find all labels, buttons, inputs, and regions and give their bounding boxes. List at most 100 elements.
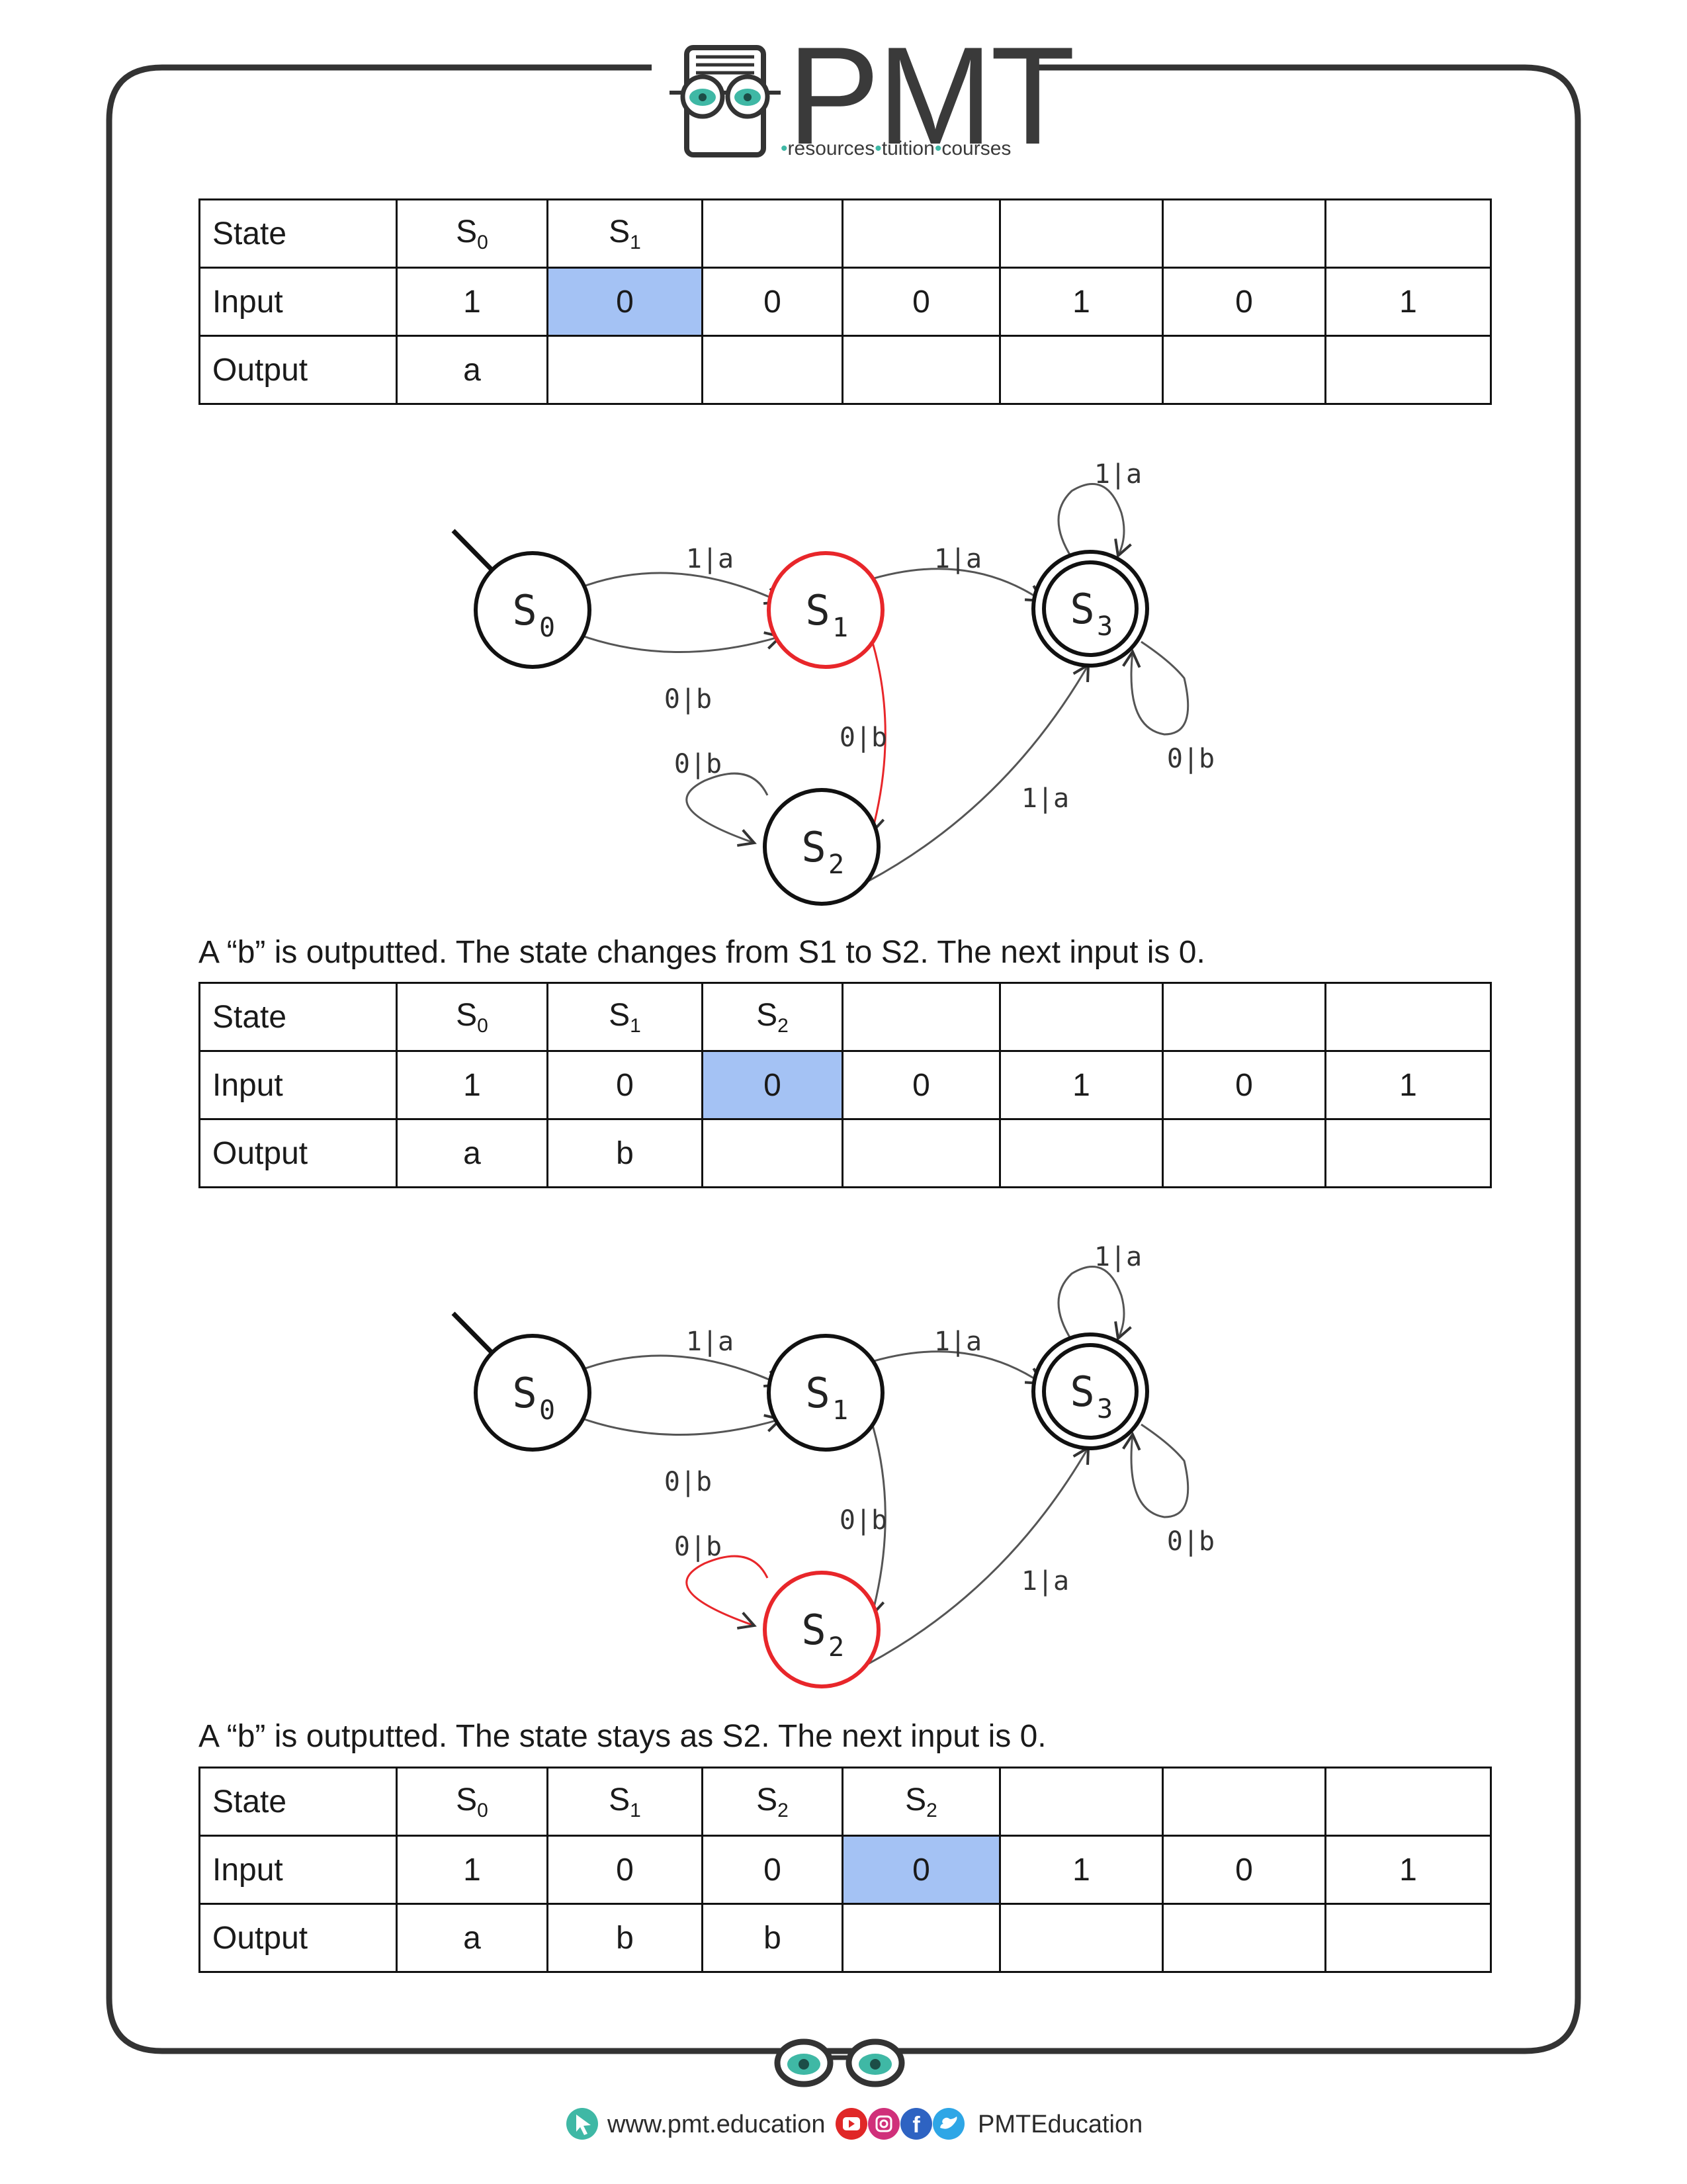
state-label: S [1070, 1368, 1094, 1416]
state-cell: S2 [701, 1767, 844, 1837]
output-cell [842, 335, 1001, 405]
row-header: Output [198, 335, 398, 405]
caption-1: A “b” is outputted. The state changes fr… [198, 935, 1205, 970]
output-cell [999, 1118, 1164, 1188]
transition-s1-s2: 0|b [840, 633, 887, 836]
state-label: S [1070, 585, 1094, 633]
transition-label: 0|b [674, 1532, 722, 1562]
state-cell: S0 [396, 198, 548, 269]
state-label: S [801, 823, 826, 871]
state-cell [1162, 1767, 1326, 1837]
output-cell [842, 1903, 1001, 1973]
state-cell [701, 198, 844, 269]
row-header: Output [198, 1903, 398, 1973]
state-cell [1324, 1767, 1492, 1837]
footer-website[interactable]: www.pmt.education [607, 2111, 826, 2138]
transition-s0-s1: 1|a [580, 544, 783, 605]
state-subscript: 0 [539, 1395, 555, 1426]
twitter-icon[interactable] [933, 2108, 965, 2140]
state-cell: S0 [396, 982, 548, 1052]
instagram-icon[interactable] [868, 2108, 900, 2140]
state-subscript: 2 [828, 1632, 844, 1663]
row-header: State [198, 1767, 398, 1837]
state-cell [999, 982, 1164, 1052]
input-cell: 1 [1324, 1050, 1492, 1120]
transition-s3-s3: 1|a [1057, 459, 1142, 558]
state-label: S [512, 586, 537, 634]
state-cell [1162, 982, 1326, 1052]
transition-label: 0|b [840, 1505, 887, 1536]
output-cell: b [546, 1118, 703, 1188]
output-cell: b [701, 1903, 844, 1973]
output-cell: b [546, 1903, 703, 1973]
state-cell: S0 [396, 1767, 548, 1837]
transition-label: 0|b [1167, 1526, 1215, 1557]
youtube-icon[interactable] [836, 2108, 867, 2140]
cursor-icon [566, 2108, 598, 2140]
output-cell [842, 1118, 1001, 1188]
logo-tagline: •resources•tuition•courses [781, 138, 1012, 159]
transition-label: 1|a [1094, 459, 1142, 490]
state-label: S [512, 1369, 537, 1417]
output-cell [1162, 1118, 1326, 1188]
output-cell [701, 335, 844, 405]
output-cell [999, 1903, 1164, 1973]
row-header: Output [198, 1118, 398, 1188]
output-cell: a [396, 335, 548, 405]
state-subscript: 1 [832, 613, 848, 643]
input-cell: 1 [999, 1835, 1164, 1905]
row-header: State [198, 198, 398, 269]
caption-2: A “b” is outputted. The state stays as S… [198, 1719, 1047, 1754]
transition-s1-s3: 1|a [865, 544, 1045, 603]
output-cell [1324, 1903, 1492, 1973]
output-cell: a [396, 1903, 548, 1973]
state-cell [1324, 982, 1492, 1052]
transition-label: 0|b [1167, 744, 1215, 774]
transition-label: 1|a [686, 544, 734, 574]
input-cell: 0 [701, 267, 844, 337]
transition-label: 0|b [674, 749, 722, 779]
transition-label: 0|b [664, 1467, 712, 1497]
state-subscript: 0 [539, 613, 555, 643]
transition-label: 1|a [686, 1327, 734, 1357]
transition-label: 1|a [934, 1327, 982, 1357]
output-cell [1162, 335, 1326, 405]
output-cell [1324, 335, 1492, 405]
state-subscript: 2 [828, 850, 844, 880]
transition-s0-s1: 1|a [580, 1327, 783, 1388]
transition-label: 0|b [664, 684, 712, 715]
output-cell [546, 335, 703, 405]
output-cell [1324, 1118, 1492, 1188]
facebook-icon[interactable]: f [900, 2108, 932, 2140]
transition-s1-s3: 1|a [865, 1327, 1045, 1385]
transition-label: 1|a [934, 544, 982, 574]
input-cell: 0 [842, 267, 1001, 337]
glasses-footer-icon [774, 2038, 910, 2087]
output-cell: a [396, 1118, 548, 1188]
input-cell: 0 [701, 1050, 844, 1120]
state-label: S [805, 1369, 830, 1417]
transition-s2-s3: 1|a [867, 1445, 1090, 1665]
state-cell [842, 982, 1001, 1052]
input-cell: 1 [1324, 267, 1492, 337]
svg-text:f: f [912, 2113, 920, 2138]
transition-label: 0|b [840, 722, 887, 753]
footer-handle[interactable]: PMTEducation [978, 2111, 1143, 2138]
input-cell: 0 [546, 1050, 703, 1120]
transition-label: 1|a [1094, 1242, 1142, 1272]
transition-s0-s1: 0|b [580, 1414, 784, 1497]
input-cell: 0 [701, 1835, 844, 1905]
